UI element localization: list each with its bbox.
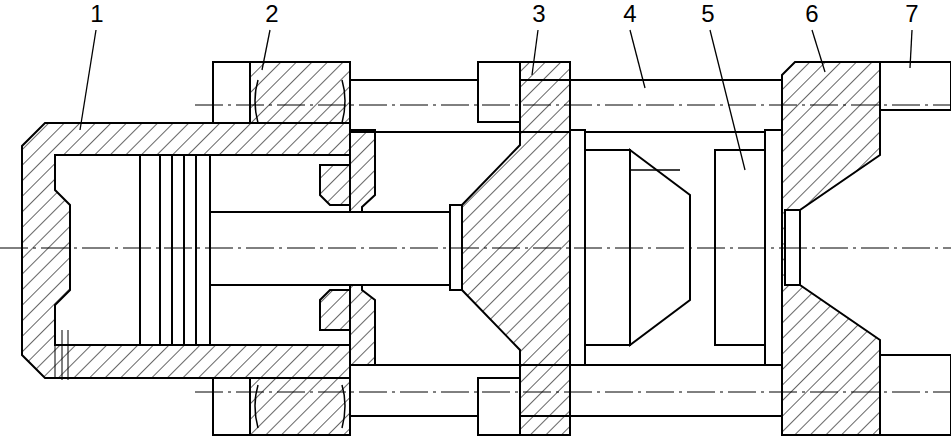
callout-number: 2 bbox=[263, 2, 280, 26]
callout-number: 6 bbox=[803, 2, 820, 26]
callout-number: 1 bbox=[88, 2, 105, 26]
callout-number: 3 bbox=[530, 2, 547, 26]
callout-number: 7 bbox=[903, 2, 920, 26]
callout-number: 4 bbox=[621, 2, 638, 26]
callout-number: 5 bbox=[699, 2, 716, 26]
